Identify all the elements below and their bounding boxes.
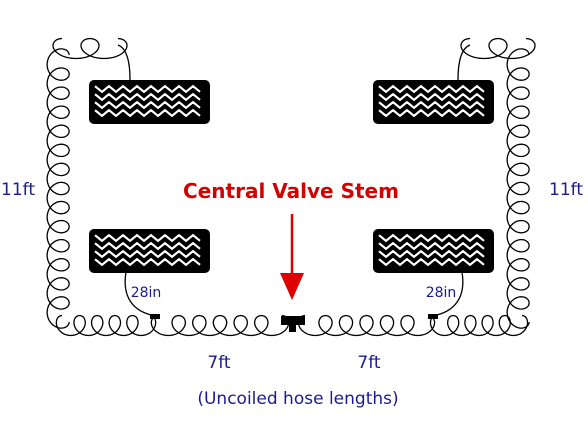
- tire-front-right: [373, 80, 494, 124]
- left-side-length-label: 11ft: [1, 180, 35, 200]
- left-bottom-length-label: 7ft: [207, 353, 231, 373]
- tire-rear-right: [373, 229, 494, 273]
- right-side-hose-coil: [506, 48, 530, 329]
- bottom-left-hose-coil: [150, 314, 290, 337]
- coiled-hose-icon: [46, 37, 536, 337]
- tire-rear-left: [89, 229, 210, 273]
- right-bottom-length-label: 7ft: [357, 353, 381, 373]
- right-tire-hose-label: 28in: [426, 285, 457, 301]
- right-side-length-label: 11ft: [549, 180, 583, 200]
- valve-stem-icon: [281, 316, 305, 332]
- bottom-right-outer-coil: [429, 314, 529, 337]
- left-tire-lead: [124, 271, 157, 317]
- top-right-hose-coil: [460, 37, 536, 60]
- left-side-hose-coil: [46, 48, 70, 329]
- central-valve-stem-title: Central Valve Stem: [183, 179, 399, 203]
- tire-front-left: [89, 80, 210, 124]
- arrow-down-icon: [280, 214, 304, 300]
- right-tire-lead: [431, 271, 464, 317]
- uncoiled-note: (Uncoiled hose lengths): [197, 389, 398, 409]
- bottom-right-hose-coil: [297, 314, 436, 337]
- bottom-left-outer-coil: [55, 314, 157, 337]
- left-tire-hose-label: 28in: [131, 285, 162, 301]
- top-left-hose-coil: [52, 37, 128, 60]
